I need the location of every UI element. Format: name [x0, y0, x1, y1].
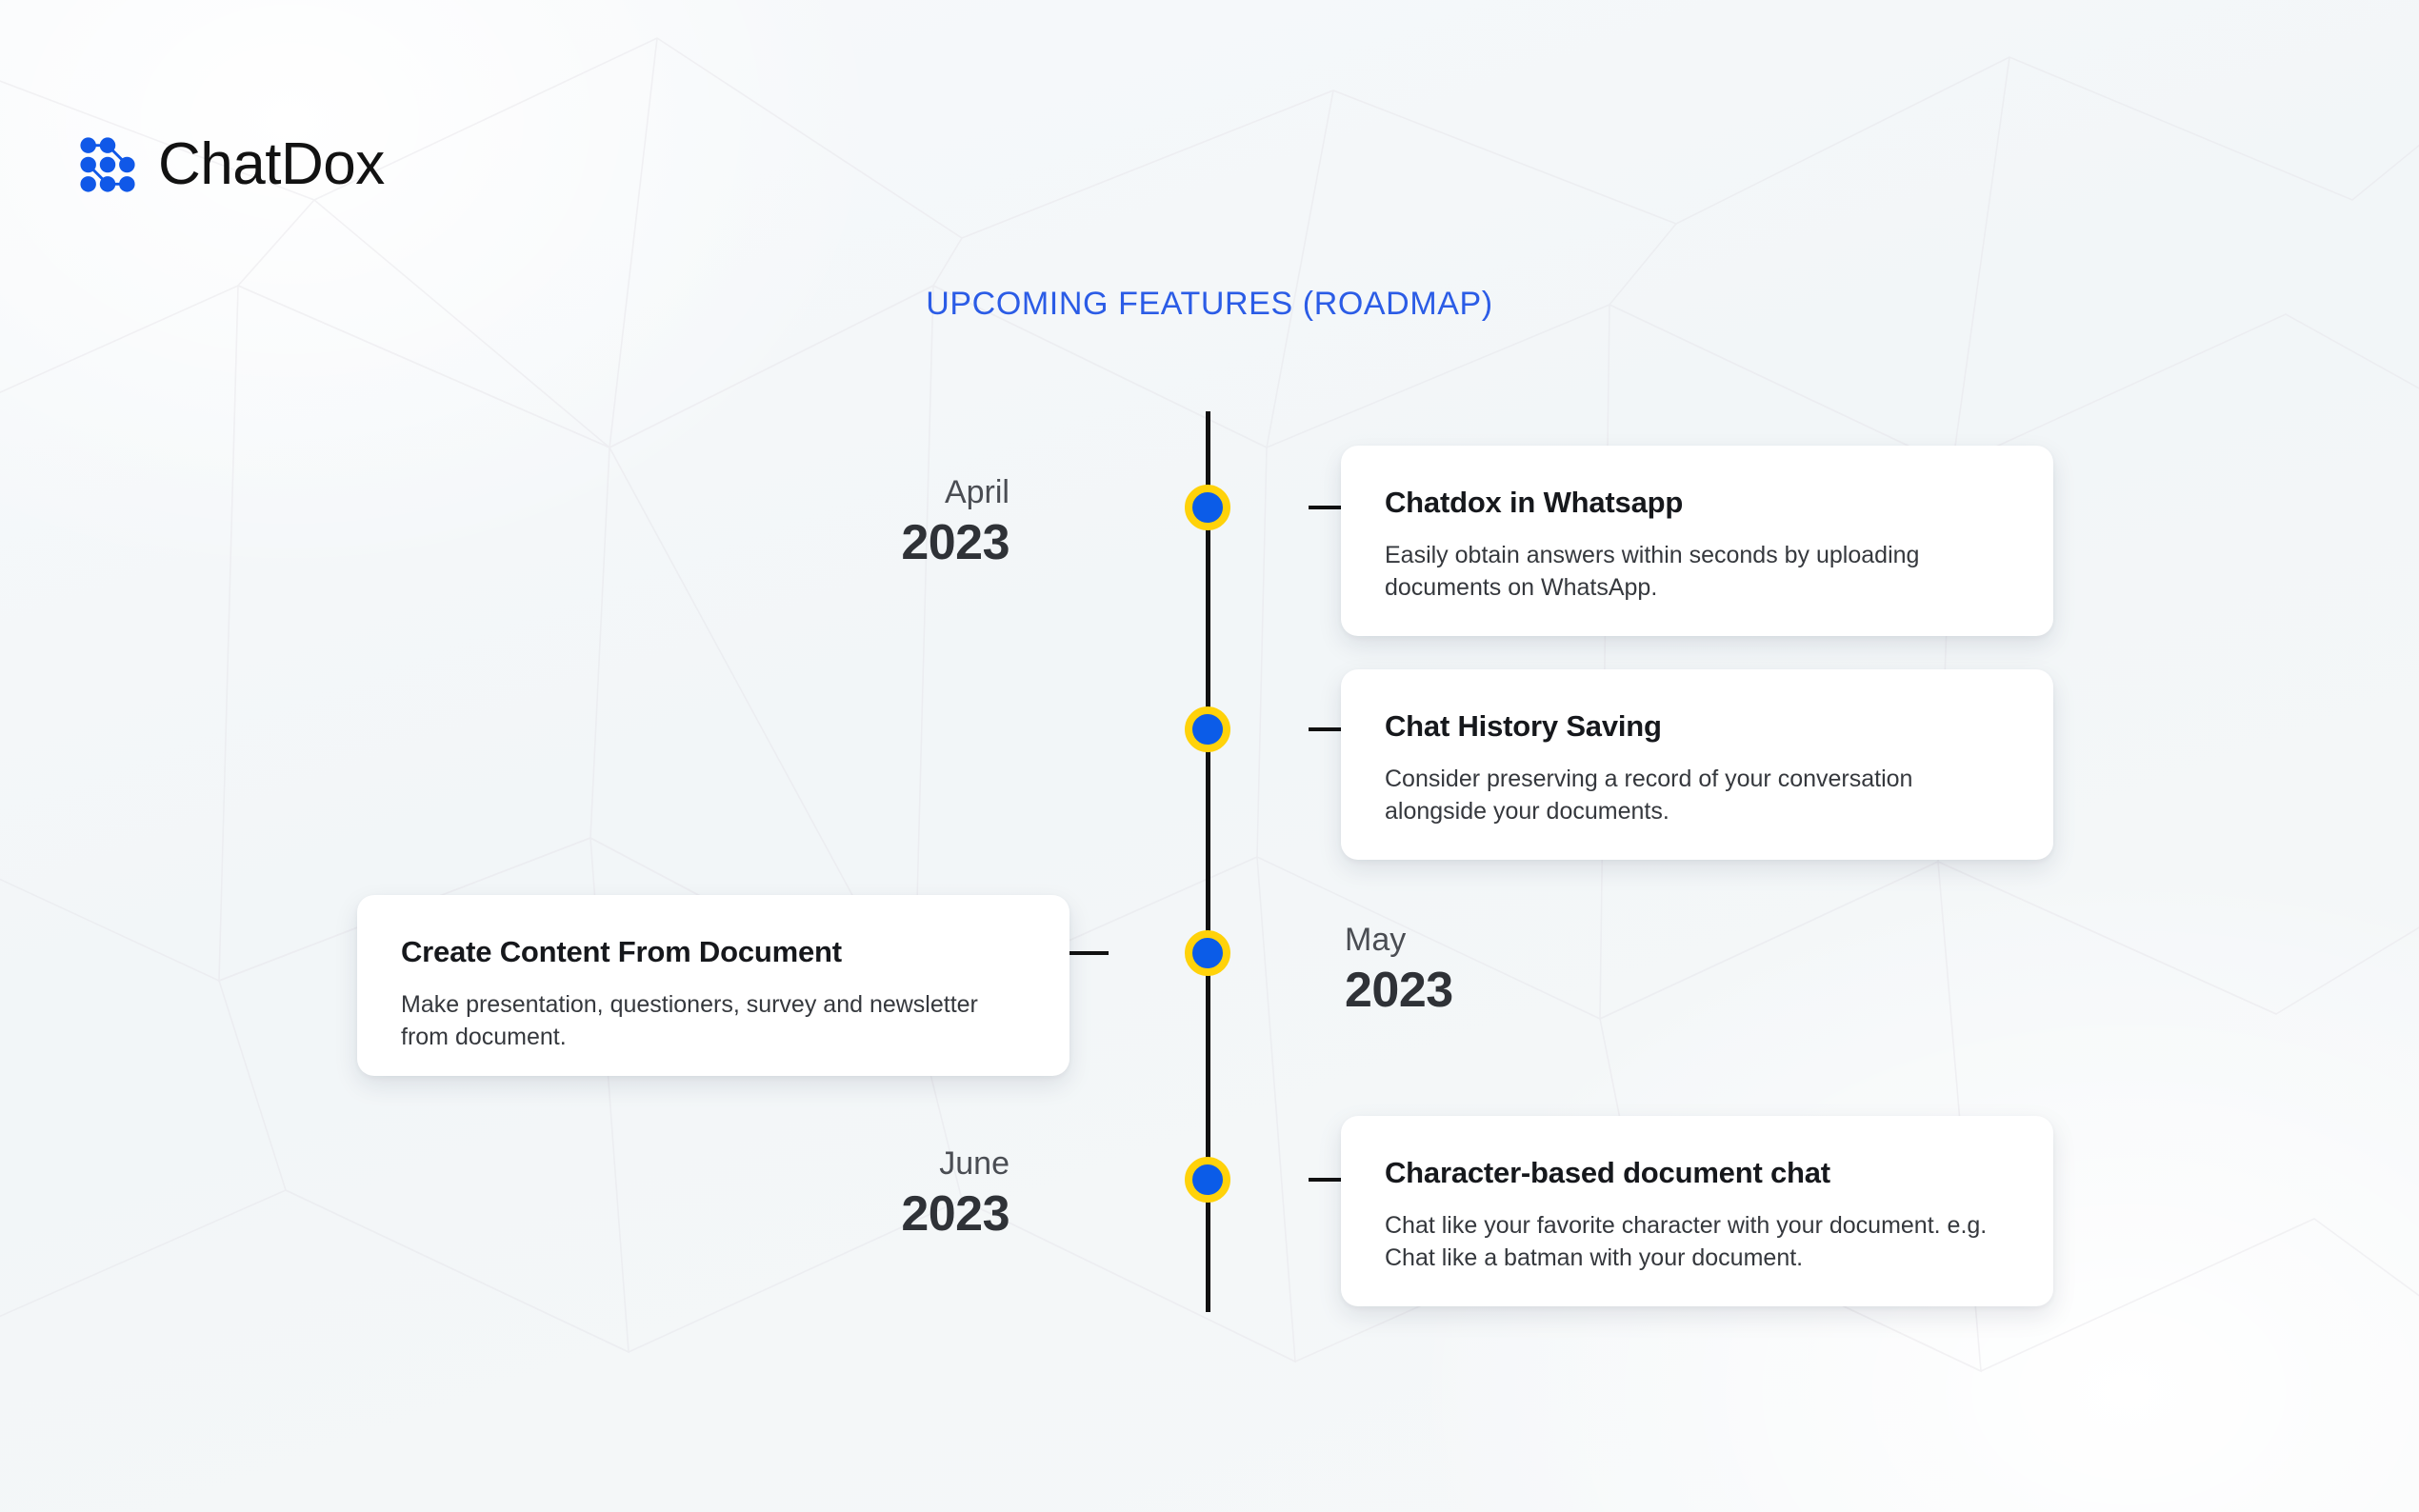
date-month: June [939, 1145, 1010, 1182]
roadmap-card-chat-history-saving[interactable]: Chat History Saving Consider preserving … [1341, 669, 2053, 860]
date-year: 2023 [901, 1186, 1010, 1242]
brand-logo[interactable]: ChatDox [78, 135, 385, 194]
timeline-date-june-2023: June 2023 [743, 1147, 1010, 1239]
connector-line-2 [1309, 727, 1371, 731]
card-title: Chatdox in Whatsapp [1385, 486, 1684, 519]
timeline-axis [1206, 411, 1210, 1312]
date-year: 2023 [1345, 963, 1453, 1018]
card-description: Make presentation, questioners, survey a… [401, 990, 978, 1051]
card-description: Easily obtain answers within seconds by … [1385, 541, 1920, 602]
brand-name: ChatDox [158, 131, 385, 197]
date-month: May [1345, 922, 1407, 958]
timeline-date-may-2023: May 2023 [1345, 924, 1611, 1015]
date-year: 2023 [901, 515, 1010, 570]
connector-line-3 [1046, 951, 1109, 955]
card-title: Create Content From Document [401, 935, 842, 968]
date-month: April [944, 474, 1010, 510]
timeline-node-april-2023[interactable] [1185, 485, 1230, 530]
dot-grid-network-icon [80, 137, 135, 192]
timeline-node-chat-history[interactable] [1185, 706, 1230, 752]
card-description: Consider preserving a record of your con… [1385, 765, 1913, 826]
timeline-node-june-2023[interactable] [1185, 1157, 1230, 1203]
connector-line-4 [1309, 1178, 1371, 1182]
timeline-node-may-2023[interactable] [1185, 930, 1230, 976]
roadmap-card-create-content-from-document[interactable]: Create Content From Document Make presen… [357, 895, 1070, 1076]
roadmap-card-chatdox-in-whatsapp[interactable]: Chatdox in Whatsapp Easily obtain answer… [1341, 446, 2053, 636]
timeline-date-april-2023: April 2023 [743, 476, 1010, 567]
card-title: Character-based document chat [1385, 1156, 1830, 1189]
card-description: Chat like your favorite character with y… [1385, 1211, 1988, 1272]
roadmap-card-character-based-document-chat[interactable]: Character-based document chat Chat like … [1341, 1116, 2053, 1306]
connector-line-1 [1309, 506, 1371, 509]
page-title: UPCOMING FEATURES (ROADMAP) [926, 286, 1493, 322]
card-title: Chat History Saving [1385, 709, 1662, 743]
